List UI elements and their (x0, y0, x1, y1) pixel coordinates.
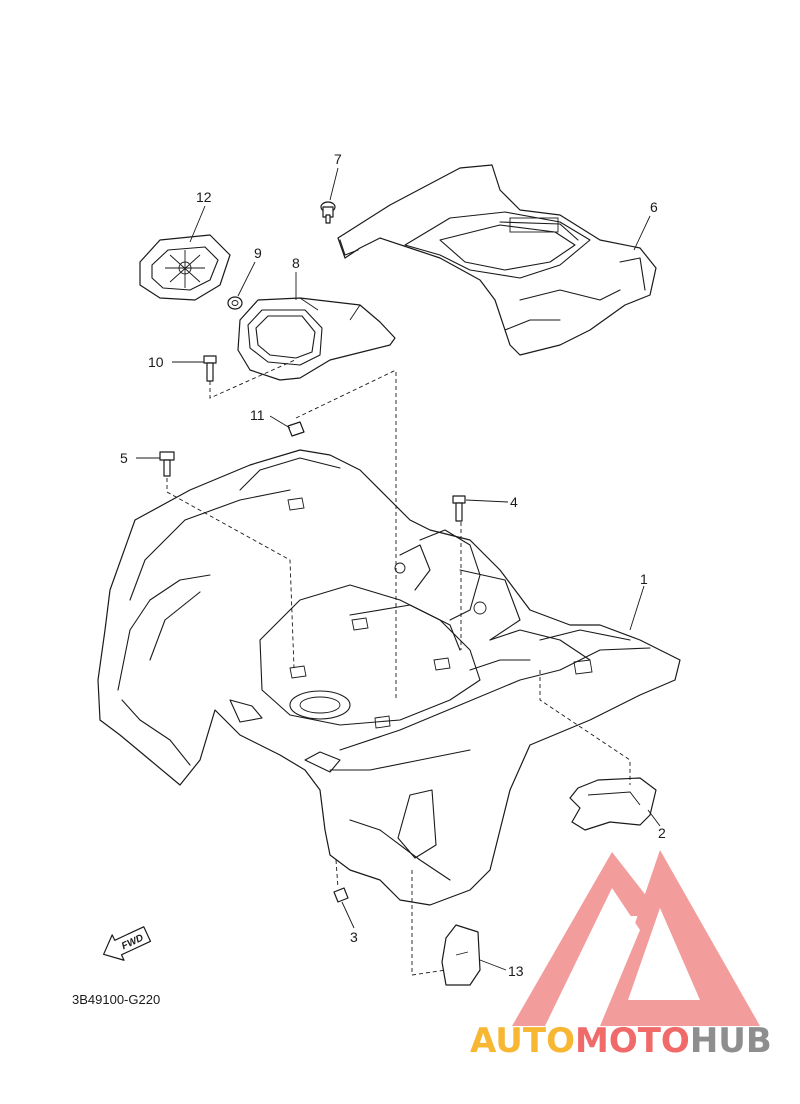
callout-9: 9 (254, 245, 262, 261)
part-4-bolt (452, 495, 466, 522)
part-7-rivet (320, 201, 336, 224)
callout-1: 1 (640, 571, 648, 587)
assembly-lines (166, 359, 631, 976)
callout-13: 13 (508, 963, 524, 979)
watermark-text: AUTOMOTOHUB (470, 1021, 772, 1061)
part-12-cap (139, 234, 231, 301)
part-5-bolt (159, 451, 175, 477)
part-13-flap (441, 924, 481, 986)
fwd-arrow-icon: FWD (103, 926, 152, 961)
callout-4: 4 (510, 494, 518, 510)
part-8-cover (237, 297, 396, 381)
watermark-logo (512, 850, 760, 1026)
part-9-grommet (227, 296, 243, 310)
callout-2: 2 (658, 825, 666, 841)
callout-7: 7 (334, 151, 342, 167)
callout-3: 3 (350, 929, 358, 945)
callout-5: 5 (120, 450, 128, 466)
part-2-flap (569, 777, 657, 831)
part-10-bolt (203, 355, 217, 382)
callout-6: 6 (650, 199, 658, 215)
watermark-auto: AUTO (470, 1021, 575, 1061)
callout-8: 8 (292, 255, 300, 271)
part-3-clip (333, 887, 349, 903)
part-11-clip (287, 421, 305, 437)
callout-10: 10 (148, 354, 164, 370)
watermark-moto: MOTO (575, 1021, 690, 1061)
part-code-label: 3B49100-G220 (72, 992, 160, 1007)
watermark-hub: HUB (690, 1021, 772, 1061)
callout-12: 12 (196, 189, 212, 205)
part-6-rack-cover (337, 164, 657, 356)
callout-11: 11 (250, 407, 265, 423)
leader-lines (136, 167, 661, 971)
part-1-rear-fender (97, 449, 681, 906)
